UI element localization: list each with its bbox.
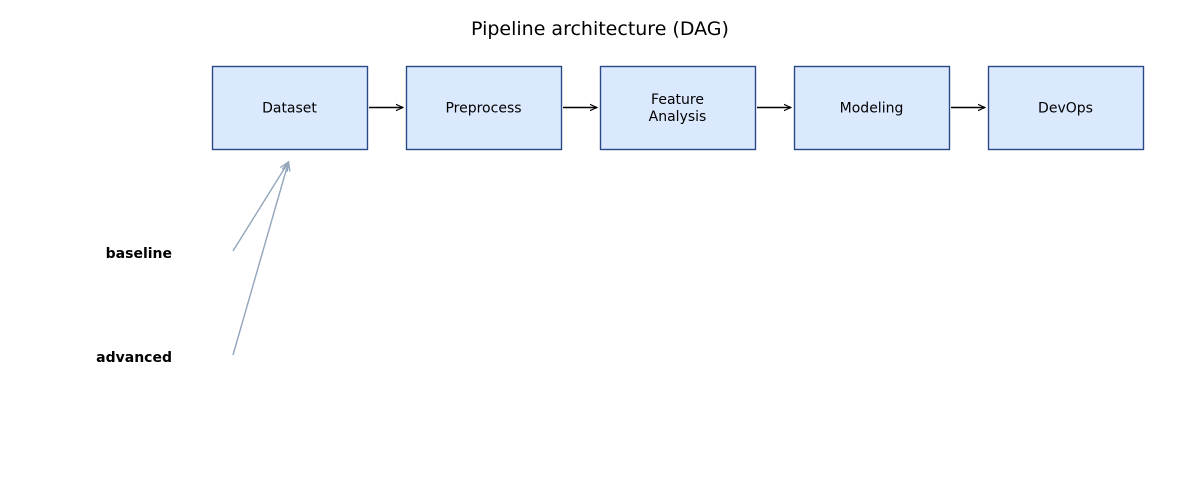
diagram-title: Pipeline architecture (DAG) [471,18,729,40]
node-label: Dataset [262,101,317,117]
node-label: Modeling [840,101,904,117]
node-box [405,65,563,151]
node-dataset: Dataset [211,65,369,151]
node-label: Analysis [649,109,707,125]
node-box [987,65,1145,151]
node-preprocess: Preprocess [405,65,563,151]
input-label-baseline: baseline [106,246,172,262]
node-modeling: Modeling [793,65,951,151]
node-devops: DevOps [987,65,1145,151]
input-arrow-advanced [232,162,289,356]
node-box [211,65,369,151]
inputs-layer: baseline advanced [96,162,288,366]
node-box [793,65,951,151]
node-label: Feature [651,92,704,108]
input-arrow-baseline [232,162,289,252]
input-label-advanced: advanced [96,350,172,366]
node-label: Preprocess [445,101,521,117]
node-label: DevOps [1038,101,1093,117]
node-box [599,65,757,151]
